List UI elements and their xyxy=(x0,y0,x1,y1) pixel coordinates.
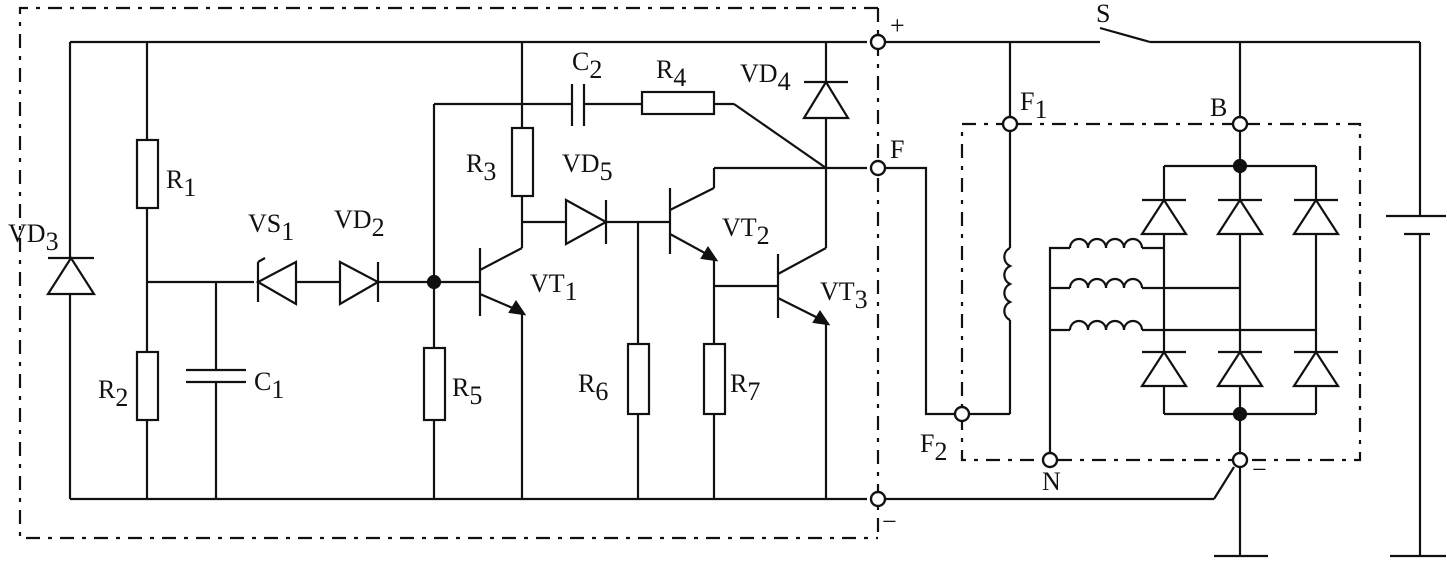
zener-vs1 xyxy=(255,260,298,306)
label-b: B xyxy=(1210,93,1227,122)
junction-bridge-top xyxy=(1232,158,1248,174)
label-terminal-f: F xyxy=(890,135,904,164)
external-wiring xyxy=(885,26,1422,501)
label-r4: R4 xyxy=(656,55,686,92)
diode-vd2 xyxy=(338,260,381,306)
terminal-plus xyxy=(869,33,887,51)
junction-base-vt1 xyxy=(426,274,442,290)
resistor-r4 xyxy=(640,90,716,116)
rectifier-bridge xyxy=(1139,130,1341,454)
resistor-r6 xyxy=(626,342,651,416)
label-vd2: VD2 xyxy=(334,205,385,242)
junction-bridge-bottom xyxy=(1232,406,1248,422)
label-vd3: VD3 xyxy=(8,219,59,256)
label-terminal-plus: + xyxy=(890,11,905,40)
terminal-f2 xyxy=(953,405,971,423)
label-n: N xyxy=(1042,467,1061,496)
regulator-enclosure xyxy=(18,6,880,540)
switch-s xyxy=(1099,26,1151,44)
label-r6: R6 xyxy=(578,369,608,406)
diode-vd5 xyxy=(522,198,670,246)
resistor-r7-branch xyxy=(702,342,727,499)
terminal-n xyxy=(1041,451,1059,469)
diode-vd3 xyxy=(45,42,97,499)
label-c1: C1 xyxy=(254,367,284,404)
ground-symbol xyxy=(1214,467,1268,558)
transistor-vt3 xyxy=(714,247,831,499)
label-switch-s: S xyxy=(1096,0,1110,28)
terminal-f1 xyxy=(1001,115,1019,133)
battery xyxy=(1386,214,1446,558)
label-f1: F1 xyxy=(1020,87,1047,124)
label-terminal-minus: − xyxy=(882,507,897,536)
terminal-minus xyxy=(869,490,887,508)
label-vd5: VD5 xyxy=(562,149,613,186)
label-vt1: VT1 xyxy=(530,269,578,306)
label-r2: R2 xyxy=(98,375,128,412)
label-vt3: VT3 xyxy=(820,277,868,314)
capacitor-c1 xyxy=(186,282,246,499)
resistor-r3 xyxy=(510,126,535,198)
divider-branch xyxy=(135,42,160,499)
feedback-network xyxy=(434,84,827,169)
diode-vd4 xyxy=(802,42,850,248)
stator-windings xyxy=(1048,237,1316,454)
label-r7: R7 xyxy=(730,369,760,406)
terminal-gen-minus xyxy=(1231,451,1249,469)
label-c2: C2 xyxy=(572,47,602,84)
label-vt2: VT2 xyxy=(722,213,770,250)
resistor-r2 xyxy=(135,350,160,422)
label-r5: R5 xyxy=(452,373,482,410)
field-winding xyxy=(970,130,1013,416)
label-vd4: VD4 xyxy=(740,59,791,96)
label-r1: R1 xyxy=(166,165,196,202)
base-node-branch xyxy=(422,104,447,499)
label-f2: F2 xyxy=(920,429,947,466)
resistor-r5 xyxy=(422,346,447,422)
label-r3: R3 xyxy=(466,149,496,186)
terminal-b xyxy=(1231,115,1249,133)
resistor-r3-branch xyxy=(510,42,535,224)
resistor-r7 xyxy=(702,342,727,416)
resistor-r6-branch xyxy=(626,222,651,499)
transistor-vt1 xyxy=(478,224,527,499)
transistor-vt2 xyxy=(668,166,867,344)
label-vs1: VS1 xyxy=(248,209,294,246)
label-gen-minus: − xyxy=(1252,455,1267,484)
terminal-f xyxy=(869,159,887,177)
generator-enclosure xyxy=(960,122,1362,462)
resistor-r1 xyxy=(135,138,160,210)
sense-line xyxy=(147,257,480,306)
